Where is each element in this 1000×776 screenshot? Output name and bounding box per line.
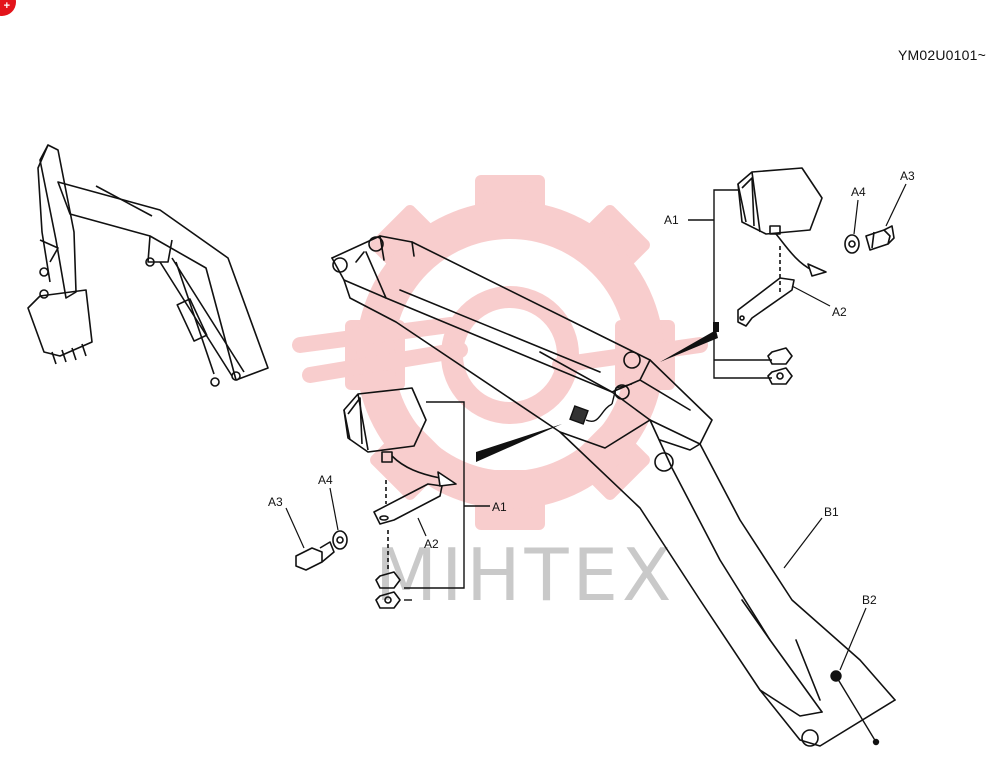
bracket-line-top	[688, 189, 772, 379]
grease-nipple	[830, 670, 880, 746]
lamp-top	[737, 167, 895, 385]
callout-a4-top: A4	[851, 185, 866, 199]
badge-glyph: +	[3, 0, 10, 12]
excavator-overview	[27, 144, 269, 387]
watermark-text: MIHTEX	[375, 533, 675, 617]
serial-number: YM02U0101~	[897, 47, 986, 63]
callout-a3-bottom: A3	[268, 495, 283, 509]
callout-a1-bottom: A1	[492, 500, 507, 514]
boom-connector	[569, 383, 633, 425]
callout-a4-bottom: A4	[318, 473, 333, 487]
lamp-bottom	[295, 387, 457, 609]
leader-wedges	[476, 322, 719, 462]
boom-assembly	[331, 235, 896, 747]
callout-a2-bottom: A2	[424, 537, 439, 551]
callout-a2-top: A2	[832, 305, 847, 319]
bracket-line-bottom	[404, 401, 490, 601]
callout-b1: B1	[824, 505, 839, 519]
callout-a1-top: A1	[664, 213, 679, 227]
watermark-gear-icon	[292, 175, 708, 530]
callout-a3-top: A3	[900, 169, 915, 183]
callout-leaders	[285, 183, 907, 671]
callout-b2: B2	[862, 593, 877, 607]
